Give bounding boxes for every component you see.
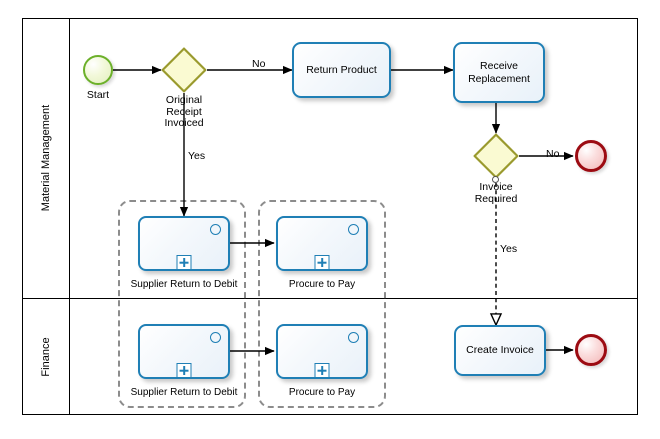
task-return-product-label: Return Product bbox=[306, 63, 377, 76]
collapsed-plus-icon[interactable] bbox=[176, 363, 192, 378]
gw1-label-line3: Invoiced bbox=[164, 117, 204, 130]
start-event[interactable] bbox=[83, 55, 113, 85]
flow-label-gateway1-yes: Yes bbox=[188, 150, 206, 162]
end-event-invoice-created[interactable] bbox=[575, 334, 607, 366]
lane-label-column bbox=[22, 18, 70, 415]
lane-label-material-management: Material Management bbox=[22, 18, 70, 298]
flow-label-gateway2-no: No bbox=[546, 148, 560, 160]
task-return-product[interactable]: Return Product bbox=[292, 42, 391, 98]
subprocess-supplier-return-to-debit-mm[interactable] bbox=[138, 216, 230, 271]
gw2-label-line2: Required bbox=[474, 192, 518, 205]
subprocess-procure-to-pay-mm[interactable] bbox=[276, 216, 368, 271]
start-event-label: Start bbox=[86, 89, 110, 101]
gateway-invoice-required[interactable] bbox=[473, 133, 519, 179]
subprocess-procure-to-pay-mm-label: Procure to Pay bbox=[288, 279, 356, 290]
collapsed-plus-icon[interactable] bbox=[176, 255, 192, 270]
task-receive-replacement-label: Receive Replacement bbox=[460, 60, 538, 84]
gw2-label-line1: Invoice bbox=[479, 181, 513, 193]
event-subprocess-circle-icon bbox=[210, 224, 221, 235]
task-line1: Receive bbox=[480, 60, 518, 73]
task-create-invoice-label: Create Invoice bbox=[466, 344, 534, 357]
gateway-invoice-required-label: Invoice Required bbox=[451, 181, 541, 205]
lane-divider bbox=[22, 298, 638, 299]
group-supplier-return-to-debit bbox=[118, 200, 246, 408]
message-flow-origin-dot bbox=[492, 176, 499, 183]
event-subprocess-circle-icon bbox=[210, 332, 221, 343]
end-event-no-invoice[interactable] bbox=[575, 140, 607, 172]
subprocess-supplier-return-to-debit-mm-label: Supplier Return to Debit bbox=[130, 279, 238, 290]
event-subprocess-circle-icon bbox=[348, 332, 359, 343]
gateway-original-receipt-invoiced[interactable] bbox=[161, 47, 207, 93]
flow-label-gateway1-no: No bbox=[252, 58, 266, 70]
subprocess-procure-to-pay-finance-label: Procure to Pay bbox=[288, 387, 356, 398]
task-create-invoice[interactable]: Create Invoice bbox=[454, 325, 546, 376]
collapsed-plus-icon[interactable] bbox=[314, 255, 330, 270]
flow-label-gateway2-yes: Yes bbox=[500, 243, 518, 255]
task-receive-replacement[interactable]: Receive Replacement bbox=[453, 42, 545, 103]
group-procure-to-pay bbox=[258, 200, 386, 408]
subprocess-supplier-return-to-debit-finance[interactable] bbox=[138, 324, 230, 379]
subprocess-supplier-return-to-debit-finance-label: Supplier Return to Debit bbox=[130, 387, 238, 398]
gw1-label-line1: Original bbox=[165, 94, 203, 106]
lane-label-finance: Finance bbox=[22, 298, 70, 415]
event-subprocess-circle-icon bbox=[348, 224, 359, 235]
task-line2: Replacement bbox=[468, 72, 530, 85]
lane-label-text: Finance bbox=[40, 336, 52, 377]
gw1-label-line2: Receipt bbox=[166, 105, 202, 118]
subprocess-procure-to-pay-finance[interactable] bbox=[276, 324, 368, 379]
collapsed-plus-icon[interactable] bbox=[314, 363, 330, 378]
lane-label-text: Material Management bbox=[40, 104, 52, 212]
gateway-original-receipt-invoiced-label: Original Receipt Invoiced bbox=[139, 94, 229, 130]
